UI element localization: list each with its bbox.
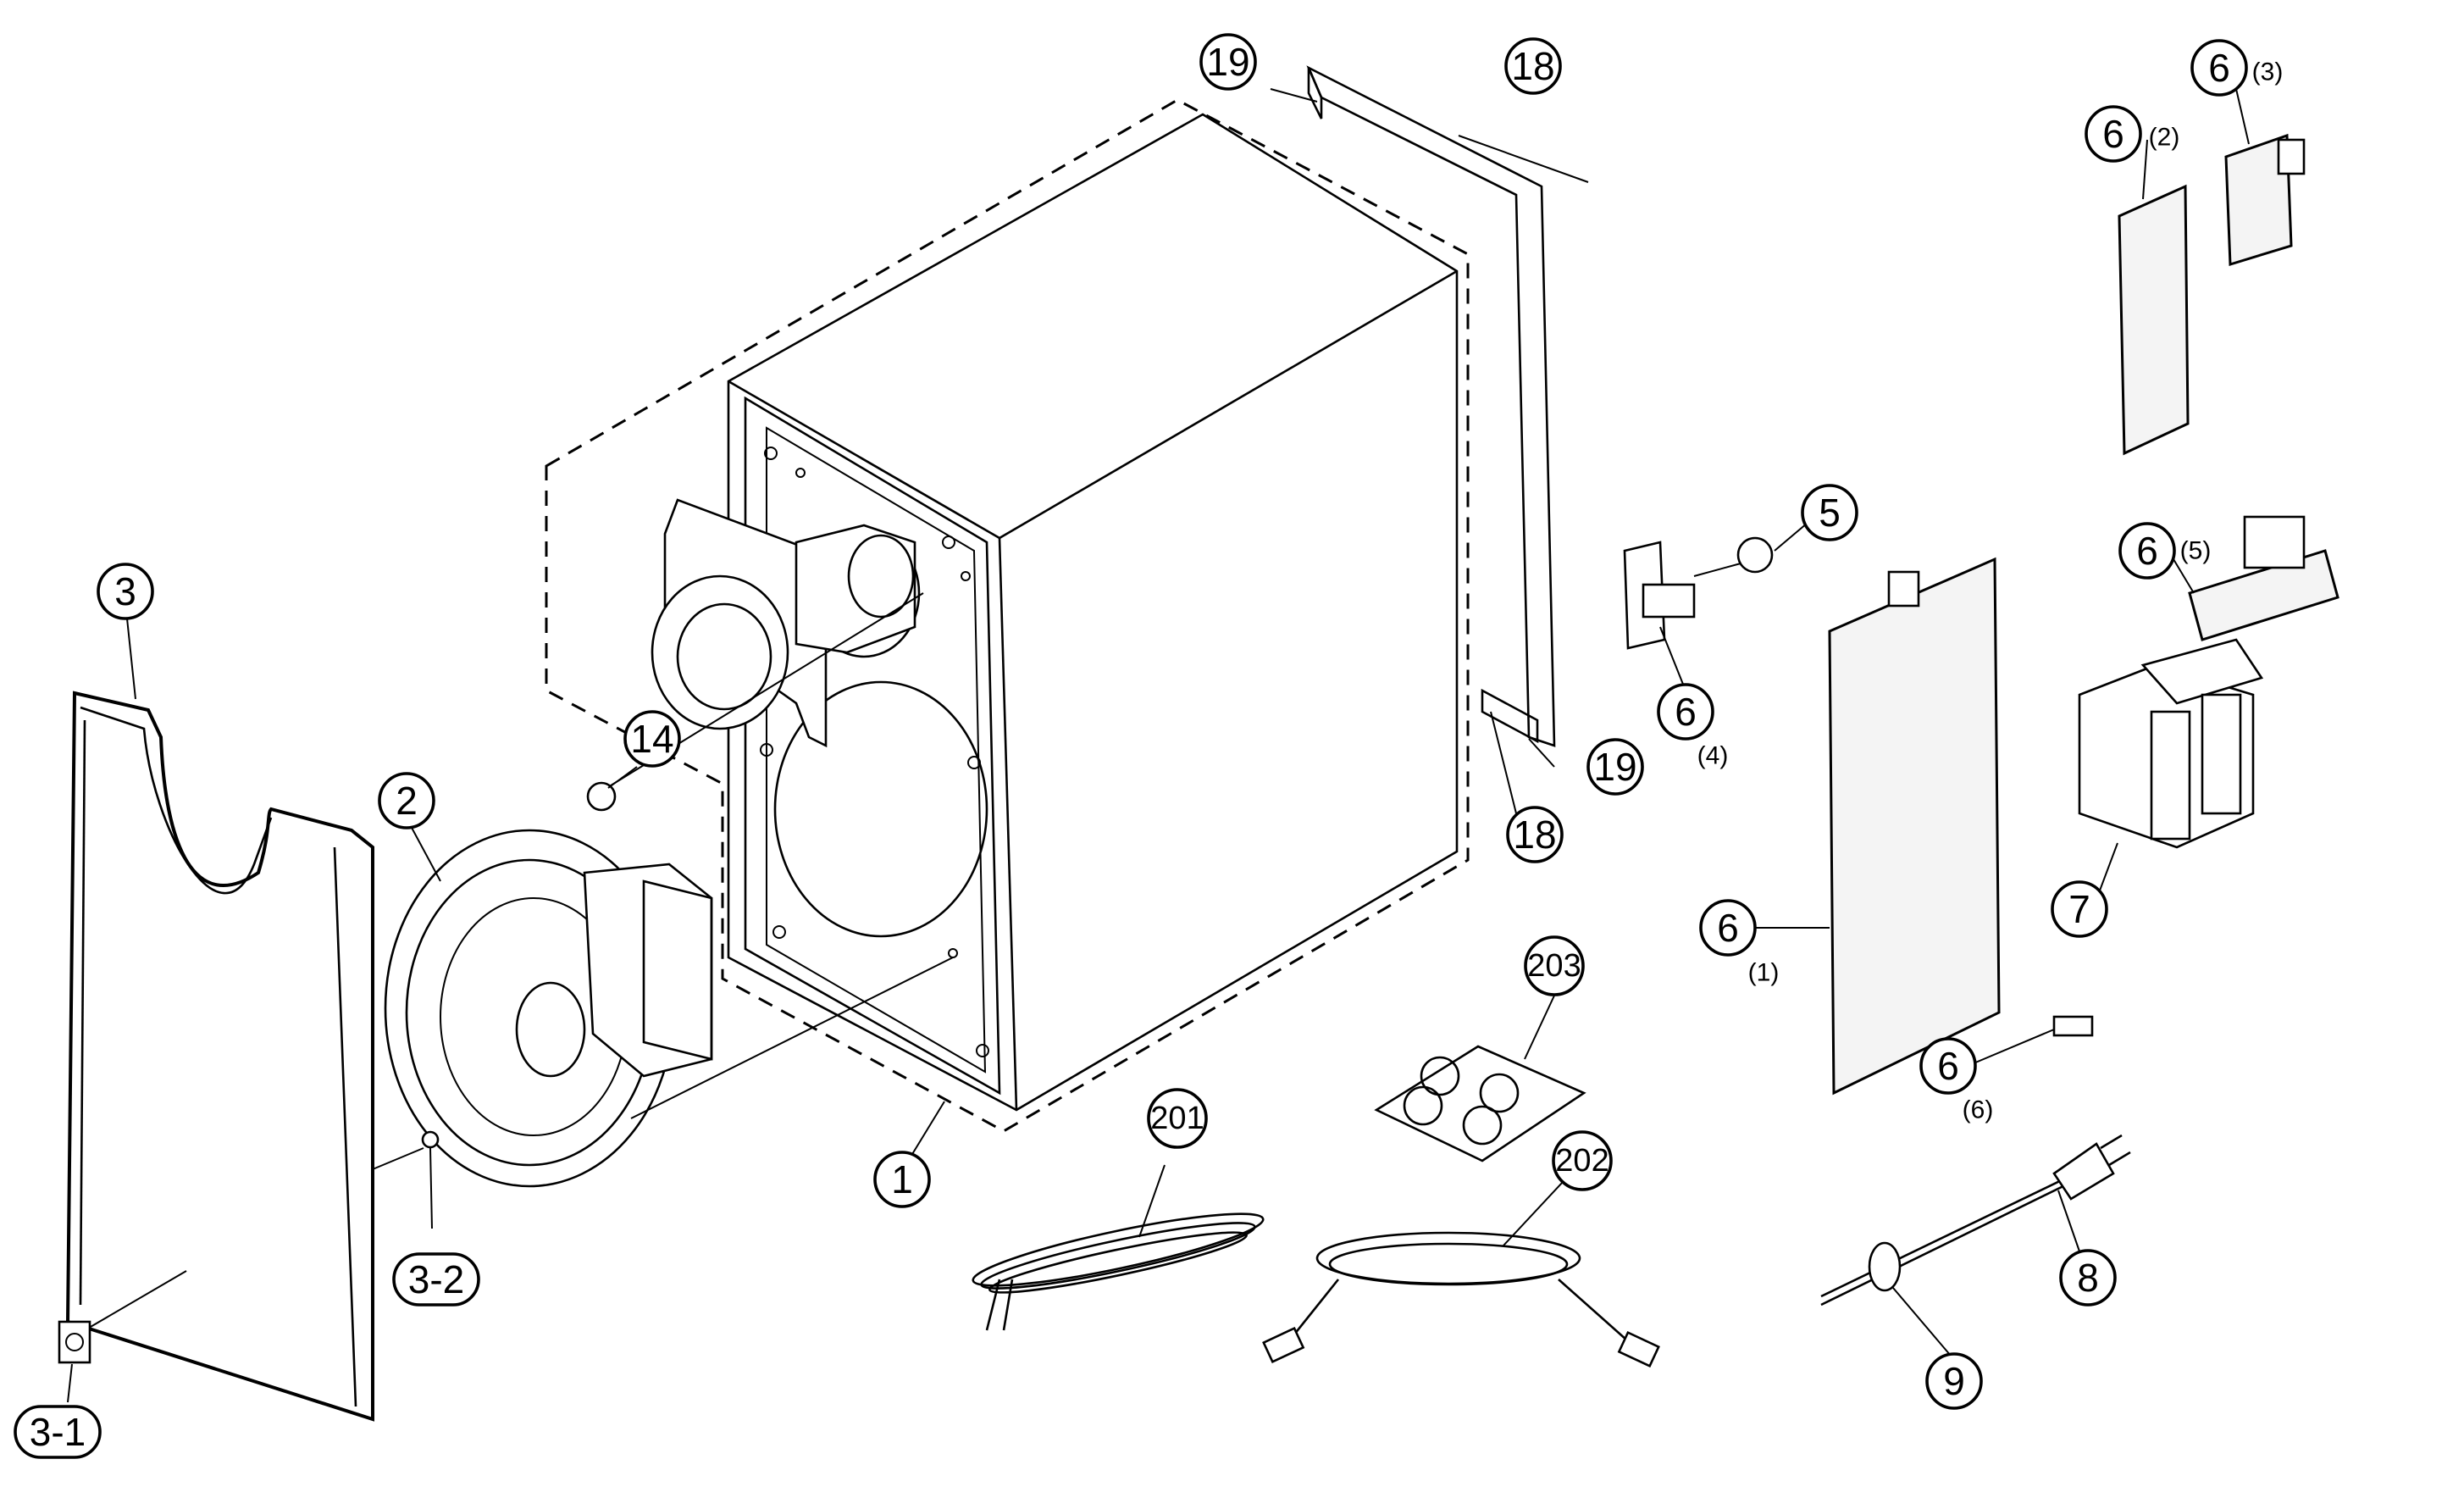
sublabel-1: (1): [1748, 959, 1780, 987]
callout-label: 202: [1555, 1143, 1609, 1179]
callout-label: 18: [1513, 813, 1556, 857]
callout-1: 1: [873, 1151, 931, 1208]
gasket-drawing: [1306, 65, 1556, 747]
callout-label: 2: [396, 779, 418, 823]
woofer-drawing: [384, 829, 954, 1188]
callout-label: 7: [2068, 887, 2090, 931]
callout-18-top: 18: [1504, 37, 1562, 95]
callout-6-3: 6: [2190, 39, 2248, 97]
callout-label: 3-1: [30, 1410, 86, 1454]
callout-8: 8: [2059, 1249, 2117, 1307]
callout-label: 19: [1593, 745, 1636, 789]
callout-label: 6: [2208, 46, 2230, 90]
callout-6-5: 6: [2118, 522, 2176, 580]
callout-5: 5: [1801, 484, 1858, 541]
sublabel-6: (6): [1963, 1096, 1994, 1124]
callout-7: 7: [2051, 880, 2108, 938]
callout-6-6: 6: [1919, 1037, 1977, 1095]
sublabel-2: (2): [2149, 124, 2180, 152]
sublabel-3: (3): [2252, 58, 2284, 86]
callout-label: 9: [1943, 1359, 1965, 1403]
callout-label: 3-2: [408, 1257, 464, 1301]
sublabel-4: (4): [1697, 742, 1729, 770]
callout-3-2: 3-2: [392, 1252, 480, 1307]
callout-2: 2: [378, 772, 435, 829]
transformer-drawing: [2078, 638, 2264, 849]
callout-202: 202: [1552, 1130, 1613, 1191]
sublabel-5: (5): [2180, 537, 2212, 565]
callout-label: 6: [2136, 529, 2158, 573]
callout-3: 3: [97, 563, 154, 620]
callout-label: 1: [891, 1157, 913, 1201]
emblem-drawing: [58, 1130, 440, 1364]
callout-18-bottom: 18: [1506, 806, 1564, 863]
callout-label: 18: [1511, 44, 1554, 88]
callout-19-bottom: 19: [1586, 738, 1644, 796]
callout-label: 5: [1819, 491, 1841, 535]
callout-19-top: 19: [1199, 33, 1257, 91]
callout-203: 203: [1524, 935, 1585, 996]
callout-label: 201: [1150, 1101, 1204, 1136]
callout-6-1: 6: [1699, 899, 1757, 957]
callout-label: 3: [114, 569, 136, 613]
callout-9: 9: [1925, 1352, 1983, 1410]
callout-label: 6: [1937, 1044, 1959, 1088]
tweeter-drawing: [592, 498, 924, 797]
feet-sheet-drawing: [1374, 1045, 1586, 1162]
main-board: [1828, 557, 2001, 1096]
callout-6-4: 6: [1657, 683, 1714, 741]
rca-cable-drawing: [1262, 1231, 1660, 1368]
callout-14: 14: [623, 710, 681, 768]
callout-3-1: 3-1: [14, 1405, 102, 1459]
callout-label: 19: [1206, 40, 1249, 84]
callout-201: 201: [1147, 1088, 1208, 1149]
switch-drawing: [1623, 536, 1774, 650]
callout-label: 6: [2102, 112, 2124, 156]
power-cord-drawing: [1820, 1134, 2131, 1307]
speaker-cable-drawing: [972, 1212, 1265, 1331]
grille-drawing: [65, 691, 424, 1422]
callout-label: 6: [1717, 906, 1739, 950]
callout-label: 6: [1675, 690, 1697, 734]
callout-6-2: 6: [2085, 105, 2142, 163]
callout-label: 203: [1527, 948, 1581, 984]
callout-label: 14: [630, 717, 673, 761]
callout-label: 8: [2077, 1256, 2099, 1300]
